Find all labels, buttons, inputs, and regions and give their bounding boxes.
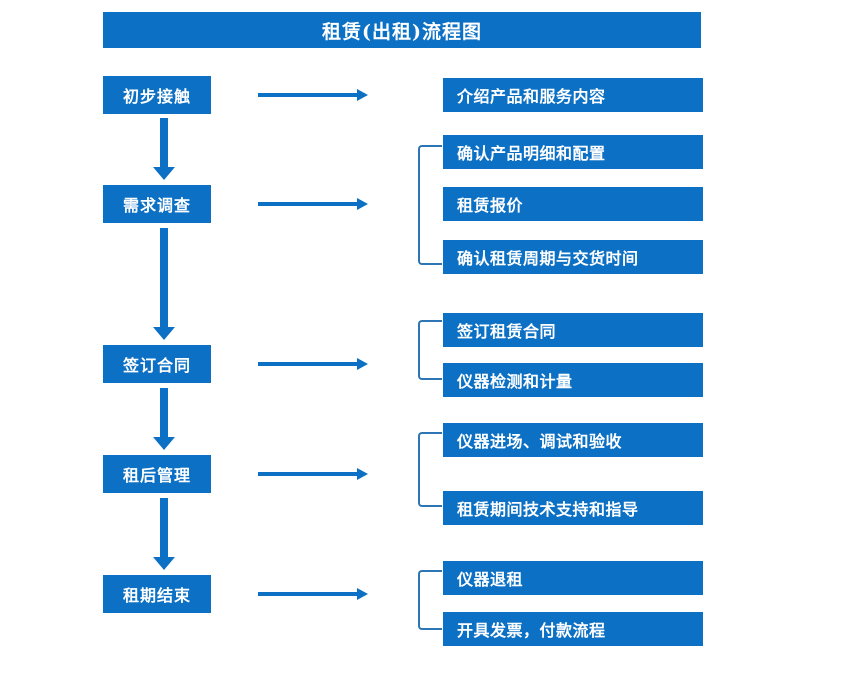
detail-box-invoice-payment[interactable]: 开具发票，付款流程 [443, 612, 703, 646]
stage-box-sign-contract[interactable]: 签订合同 [103, 345, 211, 383]
arrow-shaft [258, 93, 358, 97]
detail-box-instrument-testing[interactable]: 仪器检测和计量 [443, 363, 703, 397]
arrow-shaft [160, 228, 168, 327]
vertical-arrow-icon [153, 228, 175, 340]
detail-box-rental-quote[interactable]: 租赁报价 [443, 187, 703, 221]
arrow-head [153, 437, 175, 450]
arrow-shaft [258, 202, 358, 206]
detail-box-confirm-period[interactable]: 确认租赁周期与交货时间 [443, 240, 703, 274]
arrow-shaft [258, 362, 358, 366]
vertical-arrow-icon [153, 388, 175, 450]
horizontal-arrow-icon [258, 468, 368, 480]
arrow-shaft [258, 592, 358, 596]
stage-box-lease-end[interactable]: 租期结束 [103, 575, 211, 613]
page-title: 租赁(出租)流程图 [103, 12, 701, 48]
arrow-head [357, 89, 368, 101]
horizontal-arrow-icon [258, 358, 368, 370]
arrow-shaft [258, 472, 358, 476]
detail-box-sign-rental-contract[interactable]: 签订租赁合同 [443, 313, 703, 347]
arrow-shaft [160, 118, 168, 167]
detail-box-introduce-products[interactable]: 介绍产品和服务内容 [443, 78, 703, 112]
arrow-head [153, 557, 175, 570]
bracket-connector [418, 432, 442, 507]
horizontal-arrow-icon [258, 89, 368, 101]
arrow-shaft [160, 498, 168, 557]
stage-box-needs-survey[interactable]: 需求调查 [103, 185, 211, 223]
horizontal-arrow-icon [258, 198, 368, 210]
arrow-head [153, 327, 175, 340]
vertical-arrow-icon [153, 498, 175, 570]
arrow-head [357, 588, 368, 600]
detail-box-technical-support[interactable]: 租赁期间技术支持和指导 [443, 491, 703, 525]
horizontal-arrow-icon [258, 588, 368, 600]
arrow-shaft [160, 388, 168, 437]
detail-box-instrument-onsite[interactable]: 仪器进场、调试和验收 [443, 423, 703, 457]
bracket-connector [418, 320, 442, 380]
stage-box-initial-contact[interactable]: 初步接触 [103, 76, 211, 114]
stage-box-post-rental-mgmt[interactable]: 租后管理 [103, 455, 211, 493]
arrow-head [153, 167, 175, 180]
arrow-head [357, 198, 368, 210]
detail-box-instrument-return[interactable]: 仪器退租 [443, 561, 703, 595]
vertical-arrow-icon [153, 118, 175, 180]
arrow-head [357, 468, 368, 480]
bracket-connector [418, 570, 442, 630]
bracket-connector [418, 145, 442, 265]
detail-box-confirm-spec[interactable]: 确认产品明细和配置 [443, 135, 703, 169]
arrow-head [357, 358, 368, 370]
